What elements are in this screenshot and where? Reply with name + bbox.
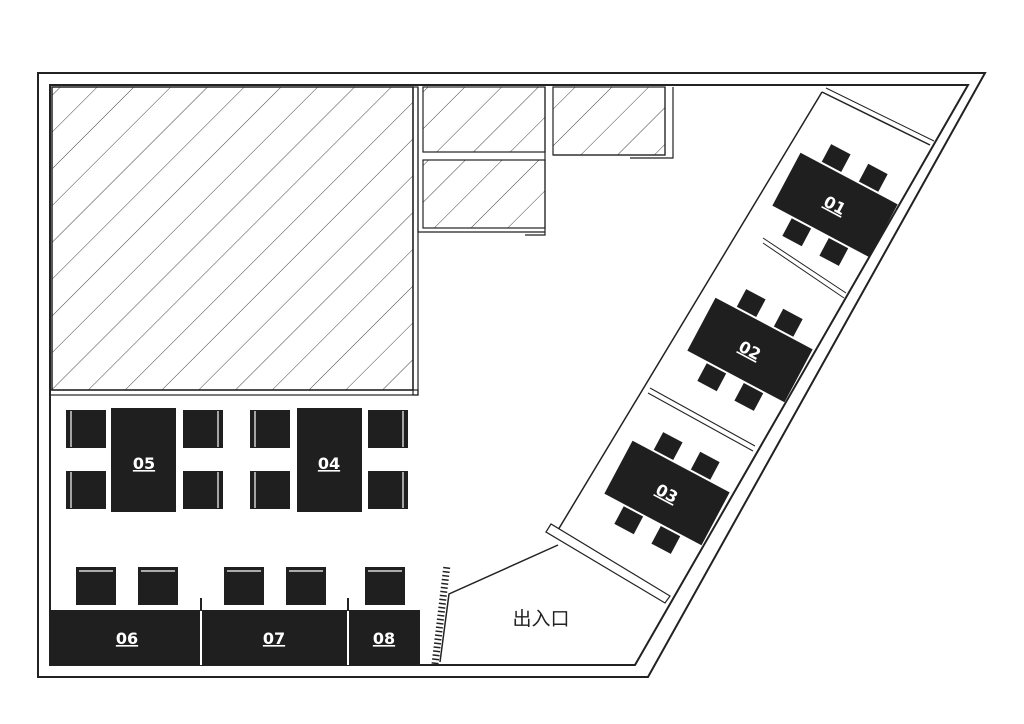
entrance-label: 出入口 [512,608,569,630]
chair [65,409,107,449]
chair [367,409,409,449]
table-label: 05 [133,454,155,473]
chair [364,566,406,606]
kitchen-area [51,86,414,391]
booth-divider [825,87,935,142]
booth-divider [647,392,754,452]
chair [734,382,764,411]
table-05[interactable]: 05 [65,408,224,512]
chair [249,470,291,510]
booth-divider [821,91,931,146]
chair [773,308,803,337]
booth-wall [554,91,823,536]
table-label: 04 [318,454,340,473]
seat-07[interactable]: 07 [263,629,285,648]
seat-08[interactable]: 08 [373,629,395,648]
chair [858,163,888,192]
wall-segment [417,87,674,236]
chair [782,218,812,247]
table-04[interactable]: 04 [249,408,409,512]
chair [75,566,117,606]
booth-divider [762,242,845,299]
chair [697,363,727,392]
table-02[interactable]: 02 [677,278,823,421]
chair [249,409,291,449]
booth-divider [762,237,847,294]
chair [65,470,107,510]
chair [651,525,681,554]
chair [736,289,766,318]
chair [285,566,327,606]
chair [690,451,720,480]
seat-06[interactable]: 06 [116,629,138,648]
outer-wall [37,72,987,678]
chair [653,432,683,461]
entrance-wall [439,544,559,663]
booth-partition [545,523,671,604]
chair [223,566,265,606]
storage-room [422,159,546,229]
chair [137,566,179,606]
chair [367,470,409,510]
chair [614,506,644,535]
door-icon [431,564,451,665]
storage-room [422,86,546,153]
chair [182,470,224,510]
table-01[interactable]: 01 [762,133,908,276]
chair [182,409,224,449]
inner-wall [49,84,970,666]
storage-room [552,86,666,156]
counter [50,610,420,665]
chair [821,144,851,173]
wall-segment [412,86,419,396]
table-03[interactable]: 03 [594,421,740,564]
booth-divider [649,387,756,447]
chair [819,237,849,266]
